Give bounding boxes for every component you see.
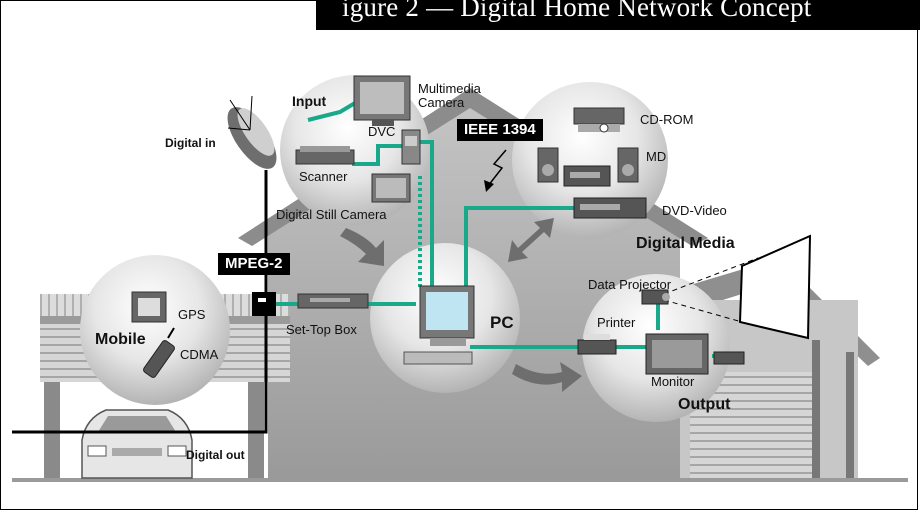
flow-arrows [340,218,582,392]
set-top-box-label: Set-Top Box [286,322,357,337]
digital-in-label: Digital in [165,136,216,150]
md-label: MD [646,149,667,164]
ieee1394-bolt-head [484,180,494,192]
figure-title-bar: igure 2 — Digital Home Network Concept [316,0,920,30]
satellite-dish-icon [227,95,277,169]
scanner-icon [295,146,355,165]
mobile-label: Mobile [95,331,146,348]
cd-rom-label: CD-ROM [640,112,694,127]
input-to-pc-arrow [340,228,384,266]
data-projector-label: Data Projector [588,277,672,292]
speaker-icon [537,147,639,183]
gps-label: GPS [178,307,206,322]
set-top-box-icon [252,292,369,316]
cd-rom-icon [573,107,625,133]
output-label: Output [678,396,731,413]
multimedia-camera-label-line1: Multimedia [418,81,481,96]
dvd-video-icon [573,197,647,219]
ieee1394-bolt [487,149,507,187]
digital-still-camera-label: Digital Still Camera [276,207,387,222]
monitor-icon [645,333,709,375]
pc-label: PC [490,313,514,332]
pc-to-output-arrow [512,362,582,392]
ground-line [12,478,908,482]
dvd-video-label: DVD-Video [662,203,727,218]
cdma-label: CDMA [180,347,219,362]
pc-icon [403,285,475,365]
figure-title: igure 2 — Digital Home Network Concept [342,0,812,22]
garage-post [44,382,60,478]
annex-post [812,340,820,478]
digital-still-camera-icon [371,173,411,203]
cdma-phone-icon [143,327,175,378]
digital-media-label: Digital Media [636,235,735,252]
media-pc-double-arrow [508,218,554,262]
multimedia-camera-icon [353,75,411,126]
input-label: Input [292,93,327,109]
digital-out-label: Digital out [186,448,245,462]
md-player-icon [563,165,611,187]
dvc-label: DVC [368,124,396,139]
annex-roof [640,258,880,366]
multimedia-camera-label-line2: Camera [418,95,465,110]
data-projector-icon [641,289,670,305]
mpeg2-badge: MPEG-2 [218,253,290,275]
scanner-label: Scanner [299,169,348,184]
printer-label: Printer [597,315,636,330]
ieee1394-badge: IEEE 1394 [457,119,543,141]
projection-screen [663,234,812,340]
gps-icon [131,291,167,323]
printer-icon [577,334,617,355]
garage-post [248,382,264,478]
vcr-icon [713,351,745,365]
car-icon [81,409,193,479]
dvc-icon [401,129,421,165]
annex-post [846,352,854,478]
mobile-bubble [80,255,230,405]
monitor-label: Monitor [651,374,695,389]
